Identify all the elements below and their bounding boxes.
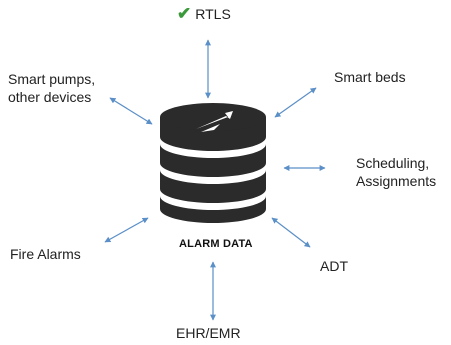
rtls-text: RTLS [195, 6, 231, 22]
database-icon [160, 103, 266, 223]
adt-connector-arrow [271, 217, 311, 248]
scheduling-line1: Scheduling, [356, 155, 430, 171]
smart-pumps-line2: other devices [8, 89, 92, 105]
checkmark-icon: ✔ [177, 4, 192, 23]
fire-alarms-label: Fire Alarms [10, 246, 81, 262]
rtls-label: ✔RTLS [177, 5, 231, 23]
fire-alarms-connector-arrow [104, 217, 149, 243]
scheduling-line2: Assignments [356, 173, 437, 189]
alarm-data-label: ALARM DATA [179, 238, 253, 250]
scheduling-label: Scheduling, Assignments [356, 154, 436, 190]
smart-beds-connector-arrow [274, 87, 317, 118]
smart-beds-label: Smart beds [334, 69, 406, 85]
smart-pumps-line1: Smart pumps, [8, 71, 96, 87]
smart-pumps-connector-arrow [109, 97, 153, 125]
ehr-label: EHR/EMR [176, 325, 241, 341]
adt-label: ADT [320, 258, 348, 274]
smart-pumps-label: Smart pumps, other devices [8, 70, 95, 106]
arrow-logo-icon [196, 111, 233, 132]
